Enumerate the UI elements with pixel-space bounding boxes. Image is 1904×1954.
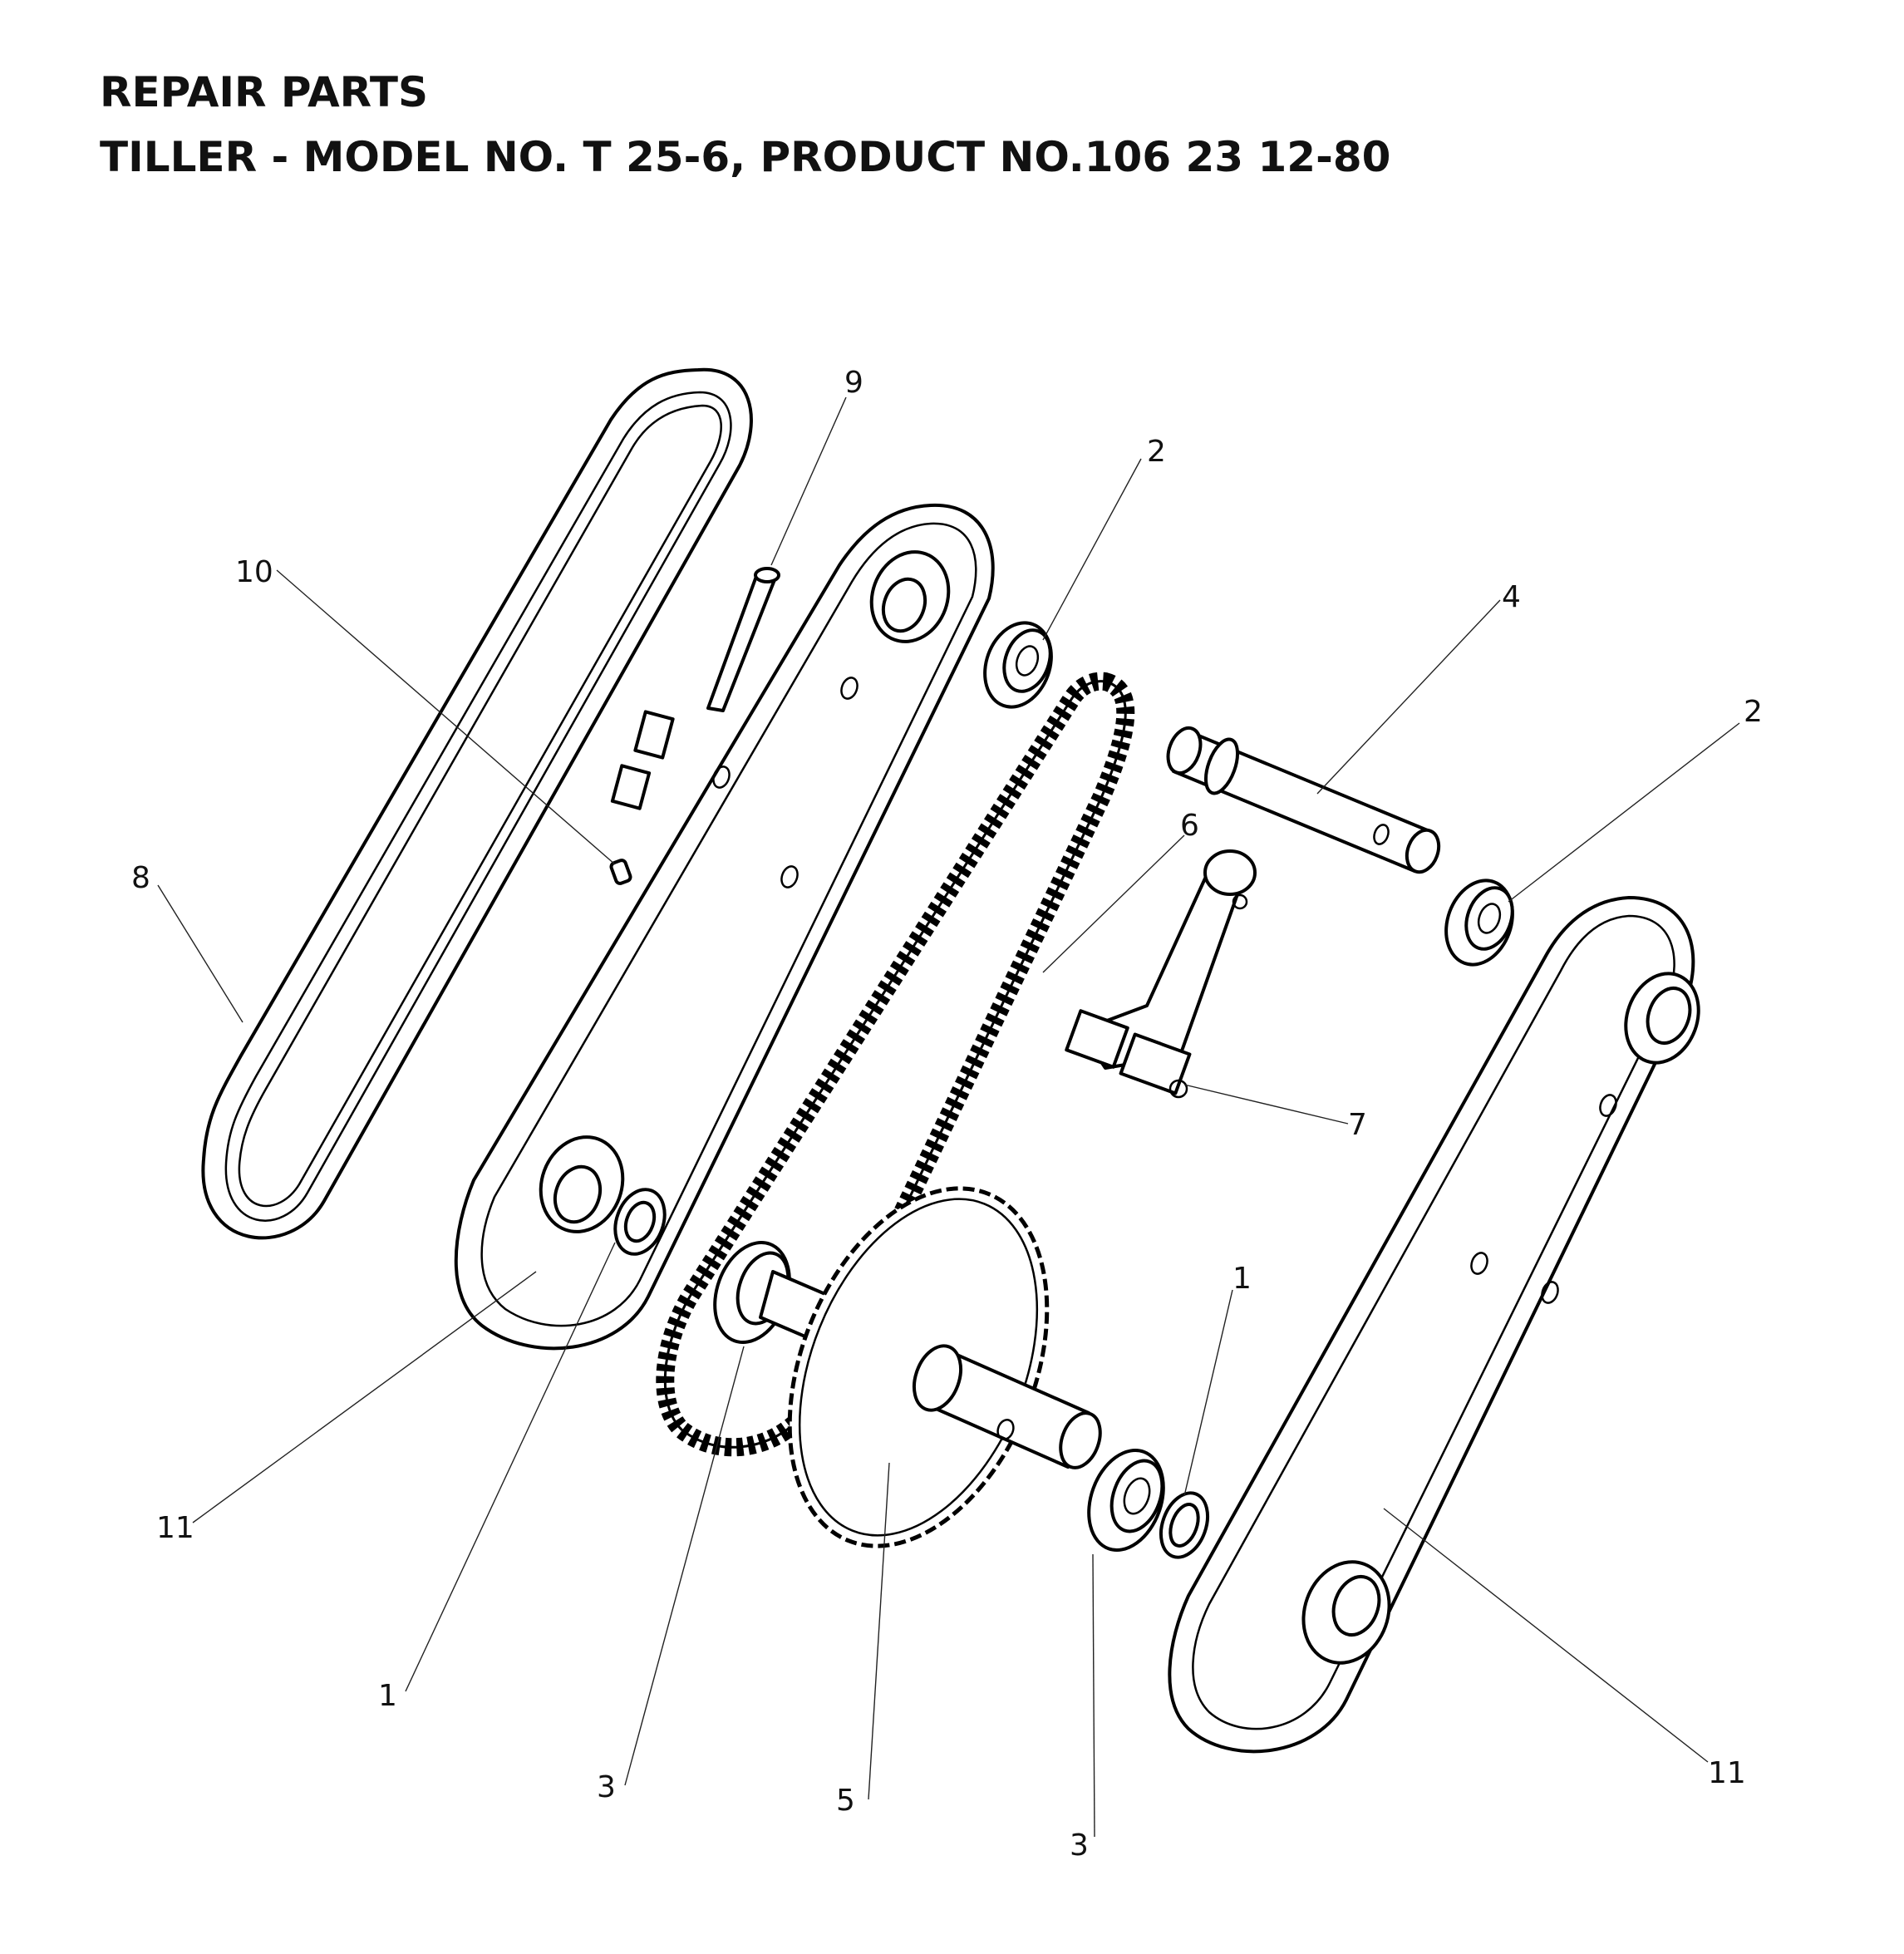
callout-1-right: 1 bbox=[1232, 1262, 1252, 1296]
tensioner-arm bbox=[1065, 849, 1257, 1099]
page-subtitle: TILLER - MODEL NO. T 25-6, PRODUCT NO.10… bbox=[100, 133, 1391, 181]
callout-9: 9 bbox=[844, 366, 863, 400]
pin bbox=[706, 567, 780, 712]
callout-7: 7 bbox=[1348, 1108, 1367, 1142]
drive-chain bbox=[656, 672, 1135, 1457]
bearing-lower bbox=[1444, 879, 1514, 967]
callout-10: 10 bbox=[235, 555, 273, 589]
bearing-left bbox=[713, 1240, 862, 1356]
callout-3-right: 3 bbox=[1070, 1828, 1089, 1863]
callout-6: 6 bbox=[1180, 809, 1199, 843]
upper-shaft bbox=[1166, 726, 1441, 874]
callout-5: 5 bbox=[836, 1784, 855, 1818]
belt-clips bbox=[610, 710, 675, 810]
chain-case-right bbox=[1168, 896, 1700, 1754]
washer-right bbox=[1159, 1491, 1210, 1559]
callout-3-left: 3 bbox=[597, 1770, 616, 1804]
callout-2-upper: 2 bbox=[1147, 435, 1166, 469]
page-title: REPAIR PARTS bbox=[100, 68, 429, 116]
small-pin bbox=[609, 859, 632, 885]
leader-lines bbox=[157, 396, 1740, 1838]
callout-1-left: 1 bbox=[378, 1679, 397, 1713]
bearing-right bbox=[1087, 1448, 1165, 1553]
callout-8: 8 bbox=[131, 861, 150, 895]
bearing-upper bbox=[983, 621, 1053, 709]
sprocket-shaft bbox=[787, 1186, 1102, 1548]
callout-4: 4 bbox=[1502, 580, 1521, 614]
callout-11-left: 11 bbox=[156, 1511, 194, 1545]
washer-left bbox=[613, 1188, 667, 1256]
callout-11-right: 11 bbox=[1708, 1756, 1746, 1790]
callout-labels: 9 2 10 4 2 6 8 7 1 11 1 3 5 3 11 bbox=[131, 366, 1763, 1863]
callout-2-lower: 2 bbox=[1744, 695, 1763, 729]
drive-belt bbox=[201, 367, 753, 1240]
chain-case-left bbox=[454, 503, 995, 1351]
